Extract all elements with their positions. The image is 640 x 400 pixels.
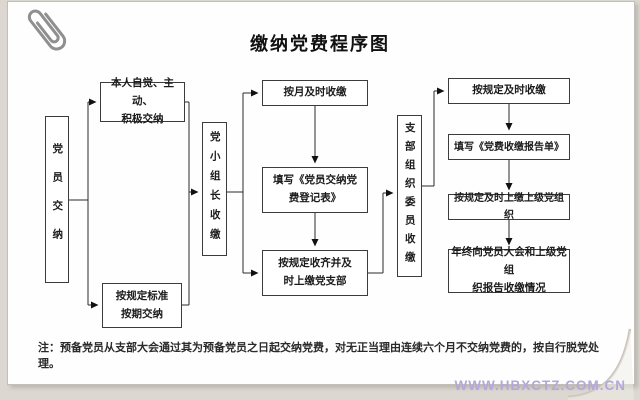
page-title: 缴纳党费程序图 [250, 34, 390, 54]
flow-box-fill-report: 填写《党费收缴报告单》 [448, 134, 570, 160]
flow-box-fill-register: 填写《党员交纳党 费登记表》 [262, 167, 368, 213]
flow-box-submit-higher-org: 按规定及时上缴上级党组织 [448, 193, 570, 221]
flow-box-member-pays: 党员交纳 [45, 116, 69, 283]
flow-box-year-end-report: 年终向党员大会和上级党组 织报告收缴情况 [448, 246, 570, 294]
flow-box-committee-collects: 支部组织委员收缴 [397, 115, 422, 277]
flow-box-label: 党员交纳 [51, 142, 64, 257]
flow-box-standard-pay: 按规定标准 按期交纳 [102, 283, 182, 328]
flow-box-submit-to-branch: 按规定收齐并及 时上缴党支部 [262, 250, 368, 296]
footnote: 注：预备党员从支部大会通过其为预备党员之日起交纳党费，对无正当理由连续六个月不交… [38, 342, 599, 370]
watermark: WWW.HBXCTZ.COM.CN [454, 378, 626, 393]
flow-box-label: 支部组织委员收缴 [403, 122, 416, 270]
paperclip-icon [27, 9, 67, 51]
flow-box-timely-collect: 按规定及时收缴 [448, 78, 570, 104]
flow-box-monthly-collect: 按月及时收缴 [262, 80, 368, 106]
flow-box-label: 党小组长收缴 [208, 130, 221, 248]
page-curl [567, 328, 634, 400]
flow-box-group-leader-collects: 党小组长收缴 [202, 122, 227, 256]
flow-box-self-pay: 本人自觉、主动、 积极交纳 [100, 77, 185, 125]
